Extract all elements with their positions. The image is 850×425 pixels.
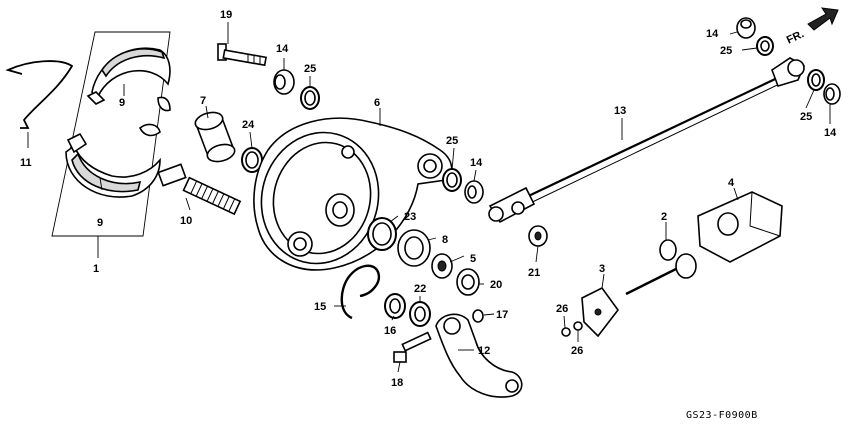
callout-19: 19 (220, 9, 232, 21)
callout-10: 10 (180, 215, 192, 227)
brake-rod-13 (488, 57, 806, 224)
bolt-collar-2 (625, 239, 697, 296)
callout-9-lower: 9 (97, 217, 103, 229)
callout-7: 7 (200, 95, 206, 107)
callout-25-mid: 25 (446, 135, 458, 147)
cap-nut-14-mid (464, 180, 484, 204)
callout-25-left: 25 (304, 63, 316, 75)
callout-25-right: 25 (800, 111, 812, 123)
callout-12: 12 (478, 345, 490, 357)
washer-25-mid (442, 168, 462, 192)
callout-23: 23 (404, 211, 416, 223)
callout-labels: 1 2 3 4 5 6 7 8 9 9 10 11 12 13 14 14 14… (20, 9, 837, 389)
bracket-4 (697, 191, 783, 263)
callout-24: 24 (242, 119, 255, 131)
callout-6: 6 (374, 97, 380, 109)
callout-21: 21 (528, 267, 540, 279)
brake-arm-12 (435, 313, 523, 398)
diagram-code: GS23-F0900B (686, 410, 758, 421)
callout-13: 13 (614, 105, 626, 117)
callout-16: 16 (384, 325, 396, 337)
callout-26-left: 26 (556, 303, 568, 315)
bolt-18 (393, 331, 432, 363)
clip-17 (472, 309, 484, 323)
washer-16 (384, 293, 406, 319)
bearing-8 (397, 229, 431, 267)
callout-25-top-right: 25 (720, 45, 732, 57)
ring-24 (241, 147, 263, 173)
callout-18: 18 (391, 377, 403, 389)
collar-7 (194, 111, 236, 163)
nut-26-b (573, 321, 583, 331)
callout-14-upper-left: 14 (276, 43, 289, 55)
brake-shoe-upper-9 (86, 47, 171, 112)
spring-wire-11 (5, 60, 74, 129)
callout-15: 15 (314, 301, 326, 313)
brake-shoe-lower-9 (65, 123, 161, 198)
callout-2: 2 (661, 211, 667, 223)
brake-cam-10 (157, 163, 242, 216)
callout-14-right: 14 (824, 127, 837, 139)
washer-22 (409, 301, 431, 327)
callout-8: 8 (442, 234, 448, 246)
callout-14-mid: 14 (470, 157, 483, 169)
callout-14-top-right: 14 (706, 28, 719, 40)
front-direction-label: FR. (785, 28, 806, 46)
washer-25-left (300, 86, 320, 110)
front-direction-arrow (807, 7, 839, 31)
callout-4: 4 (728, 177, 735, 189)
callout-3: 3 (599, 263, 605, 275)
bolt-19 (217, 43, 267, 67)
leader-lines (27, 22, 831, 373)
shoe-set-bracket-1 (51, 31, 171, 258)
callout-9-upper: 9 (119, 97, 125, 109)
cap-nut-14-left (273, 69, 295, 95)
cap-nut-14-top (736, 17, 756, 39)
return-spring-15 (340, 264, 381, 320)
cap-nut-14-right (823, 83, 841, 105)
washer-25-top (756, 36, 774, 56)
callout-11: 11 (20, 157, 32, 169)
callout-1: 1 (93, 263, 99, 275)
nut-5 (431, 253, 453, 279)
washer-25-right (807, 69, 825, 91)
plate-3 (581, 286, 619, 338)
callout-22: 22 (414, 283, 426, 295)
nut-26-a (561, 327, 571, 337)
callout-26-right: 26 (571, 345, 583, 357)
nut-21 (528, 225, 548, 247)
dust-seal-23 (367, 217, 397, 251)
brake-panel-6 (253, 117, 453, 271)
callout-17: 17 (496, 309, 508, 321)
callout-20: 20 (490, 279, 502, 291)
nut-20 (456, 268, 480, 296)
callout-5: 5 (470, 253, 476, 265)
